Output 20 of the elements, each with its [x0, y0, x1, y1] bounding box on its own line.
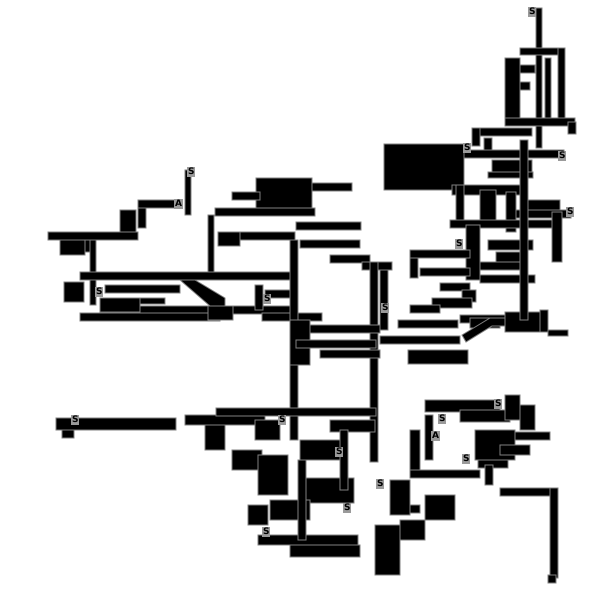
map-letter: S: [438, 414, 446, 424]
map-letter: S: [494, 399, 502, 409]
map-letter: S: [381, 303, 390, 313]
map-letter: S: [376, 479, 384, 489]
map-letter: S: [343, 503, 352, 513]
map-letter: S: [463, 143, 472, 153]
map-letter: S: [262, 527, 270, 537]
map-letter: S: [462, 454, 470, 464]
map-letter: S: [278, 415, 286, 425]
map-letter: S: [558, 151, 566, 161]
map-letter: S: [95, 287, 104, 297]
map-letter: S: [455, 239, 464, 249]
map-letter: A: [174, 199, 183, 209]
map-letter: S: [187, 167, 196, 177]
map-letter: A: [431, 431, 440, 441]
map-letter: S: [71, 415, 80, 425]
map-letter: S: [528, 7, 536, 17]
map-letter: S: [335, 447, 344, 457]
map-letter: S: [263, 294, 272, 304]
map-letter: S: [566, 207, 574, 217]
